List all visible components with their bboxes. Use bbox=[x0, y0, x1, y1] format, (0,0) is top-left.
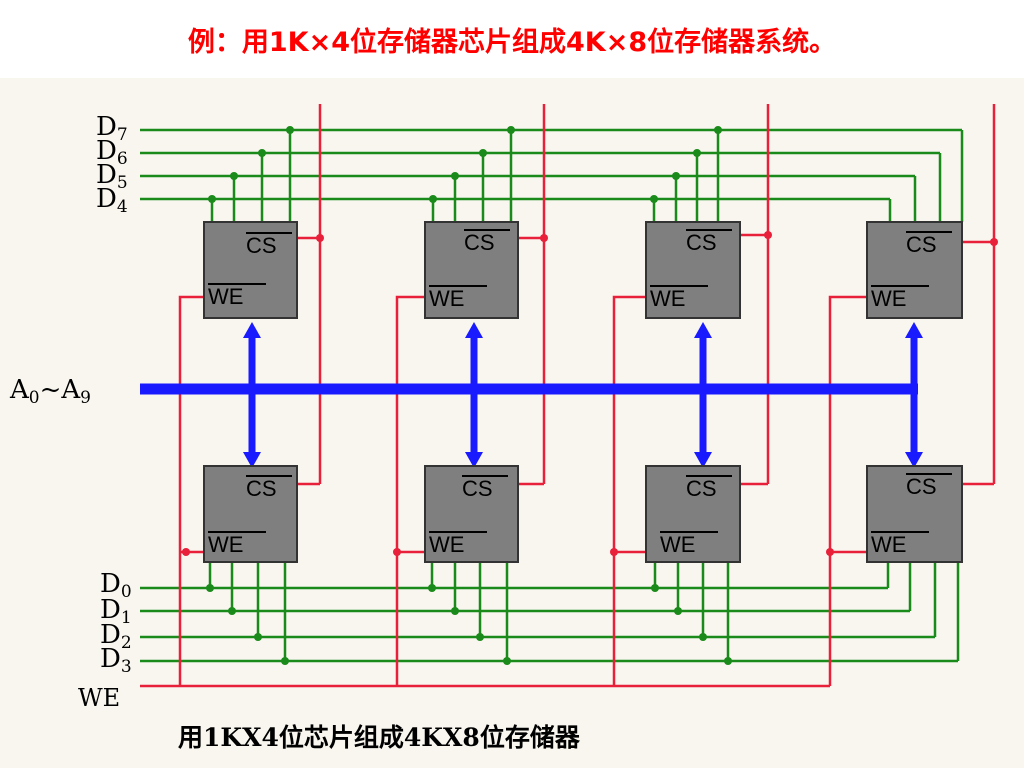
chip-we-label: WE bbox=[660, 532, 695, 557]
chip-cs-label: CS bbox=[906, 474, 937, 499]
chip-we-label: WE bbox=[650, 286, 685, 311]
cs-junction-dots bbox=[316, 231, 998, 246]
signal-labels: D7 D6 D5 D4 A0~A9 D0 D1 D2 D3 WE bbox=[9, 112, 132, 712]
d6-label: D6 bbox=[96, 136, 128, 169]
chip-cs-label: CS bbox=[906, 232, 937, 257]
address-bus bbox=[140, 322, 923, 468]
memory-chip: CS WE bbox=[424, 221, 519, 319]
chip-cs-label: CS bbox=[464, 230, 495, 255]
circuit-svg: CS WE CS WE CS WE CS WE bbox=[9, 104, 998, 752]
diagram-caption: 用1KX4位芯片组成4KX8位存储器 bbox=[178, 723, 581, 752]
chip-we-label: WE bbox=[871, 532, 906, 557]
we-lines bbox=[140, 295, 867, 688]
chip-cs-label: CS bbox=[246, 233, 277, 258]
upper-data-lines bbox=[140, 128, 964, 222]
chip-cs-label: CS bbox=[462, 476, 493, 501]
memory-chip: CS WE bbox=[203, 465, 298, 563]
chip-cs-label: CS bbox=[686, 230, 717, 255]
chip-we-label: WE bbox=[208, 284, 243, 309]
chip-we-label: WE bbox=[429, 286, 464, 311]
d5-label: D5 bbox=[96, 160, 128, 193]
memory-chip: CS WE bbox=[203, 221, 298, 319]
chip-row-lower: CS WE CS WE CS WE CS WE bbox=[203, 465, 963, 563]
d7-label: D7 bbox=[96, 112, 128, 145]
chip-we-label: WE bbox=[871, 286, 906, 311]
lower-junction-dots bbox=[206, 584, 732, 665]
we-label: WE bbox=[78, 684, 120, 712]
d2-label: D2 bbox=[100, 620, 132, 653]
memory-system-diagram: CS WE CS WE CS WE CS WE bbox=[0, 78, 1024, 768]
chip-we-label: WE bbox=[429, 532, 464, 557]
memory-chip: CS WE bbox=[866, 221, 963, 319]
d3-label: D3 bbox=[100, 644, 132, 677]
upper-junction-dots bbox=[208, 126, 722, 203]
chip-we-label: WE bbox=[208, 532, 243, 557]
d4-label: D4 bbox=[96, 184, 128, 217]
d1-label: D1 bbox=[100, 595, 132, 628]
lower-data-lines bbox=[140, 562, 960, 663]
we-junction-dots bbox=[182, 548, 834, 556]
chip-cs-label: CS bbox=[246, 476, 277, 501]
memory-chip: CS WE bbox=[645, 221, 741, 319]
chip-row-upper: CS WE CS WE CS WE CS WE bbox=[203, 221, 963, 319]
chip-cs-label: CS bbox=[686, 476, 717, 501]
memory-chip: CS WE bbox=[866, 465, 963, 563]
slide-title: 例：用1K×4位存储器芯片组成4K×8位存储器系统。 bbox=[187, 27, 837, 58]
memory-chip: CS WE bbox=[424, 465, 519, 563]
address-bus-label: A0~A9 bbox=[9, 375, 91, 408]
memory-chip: CS WE bbox=[645, 465, 741, 563]
d0-label: D0 bbox=[100, 569, 132, 602]
